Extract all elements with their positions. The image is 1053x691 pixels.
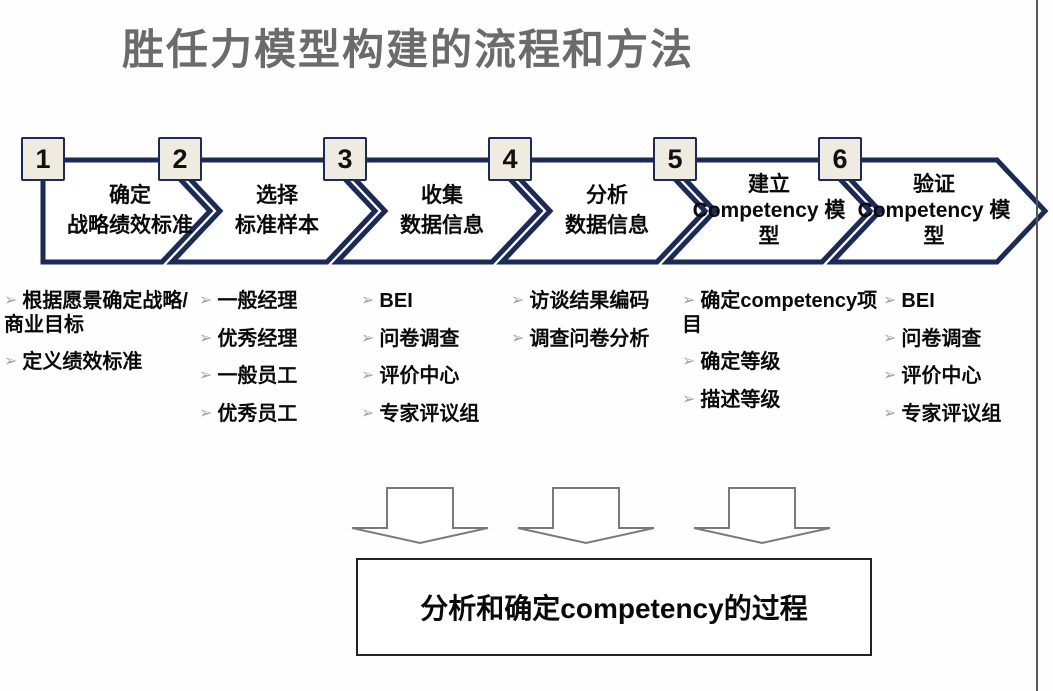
arrowhead-bullet-icon: ➢ (511, 329, 525, 347)
chevron-step-1 (40, 157, 214, 265)
step-label-line: 数据信息 (565, 214, 649, 237)
list-item-text: 评价中心 (901, 365, 982, 388)
arrowhead-bullet-icon: ➢ (682, 292, 696, 309)
arrowhead-bullet-icon: ➢ (511, 292, 525, 309)
step-label-5: 建立 Competency 模 型 (681, 160, 857, 262)
down-arrow-icon (693, 487, 831, 545)
list-item-text: 专家评议组 (379, 402, 480, 425)
list-item-text: BEI (901, 290, 935, 312)
step-label-line: 收集 (421, 184, 463, 208)
list-item: ➢优秀员工 (199, 403, 359, 427)
list-item-text: BEI (379, 290, 413, 312)
bullet-column-2: ➢一般经理 ➢优秀经理 ➢一般员工 ➢优秀员工 (199, 290, 359, 440)
step-label-line: Competency 模 (692, 198, 846, 222)
step-number-3: 3 (323, 137, 367, 181)
list-item: ➢确定等级 (682, 351, 882, 375)
down-arrow-icon (351, 487, 489, 545)
list-item-text: 问卷调查 (901, 327, 982, 350)
list-item-text: 评价中心 (379, 365, 460, 388)
list-item-text: 定义绩效标准 (22, 351, 143, 374)
step-label-2: 选择 标准样本 (189, 160, 365, 262)
list-item-text: 调查问卷分析 (529, 327, 650, 350)
arrowhead-bullet-icon: ➢ (883, 329, 897, 347)
step-number-5: 5 (653, 137, 697, 181)
list-item-text: 一般经理 (217, 290, 298, 312)
step-number-2: 2 (158, 137, 202, 181)
arrowhead-bullet-icon: ➢ (199, 329, 213, 347)
list-item-text: 根据愿景确定战略/商业目标 (4, 290, 188, 336)
list-item: ➢确定competency项目 (682, 290, 882, 337)
list-item: ➢优秀经理 (199, 328, 359, 352)
list-item-text: 确定等级 (700, 351, 781, 374)
arrowhead-bullet-icon: ➢ (361, 404, 375, 422)
list-item: ➢问卷调查 (361, 328, 511, 352)
step-label-line: 选择 (256, 184, 298, 208)
list-item: ➢评价中心 (883, 365, 1048, 389)
arrowhead-bullet-icon: ➢ (199, 367, 213, 385)
step-label-line: Competency 模 (857, 198, 1011, 222)
list-item-text: 确定competency项目 (682, 290, 878, 336)
bullet-column-6: ➢BEI ➢问卷调查 ➢评价中心 ➢专家评议组 (883, 290, 1048, 440)
arrowhead-bullet-icon: ➢ (883, 404, 897, 422)
arrowhead-bullet-icon: ➢ (883, 367, 897, 385)
down-arrow-icon (517, 487, 655, 545)
list-item-text: 优秀员工 (217, 402, 298, 425)
step-label-line: 型 (758, 225, 780, 249)
slide-right-border (1036, 0, 1038, 691)
arrowhead-bullet-icon: ➢ (4, 292, 18, 309)
step-label-3: 收集 数据信息 (354, 160, 530, 262)
list-item-text: 一般员工 (217, 365, 298, 388)
bullet-column-4: ➢访谈结果编码 ➢调查问卷分析 (511, 290, 686, 365)
arrowhead-bullet-icon: ➢ (361, 292, 375, 309)
step-label-6: 验证 Competency 模 型 (846, 160, 1022, 262)
list-item: ➢专家评议组 (883, 403, 1048, 427)
step-label-4: 分析 数据信息 (519, 160, 695, 262)
summary-box: 分析和确定competency的过程 (356, 558, 872, 656)
list-item: ➢评价中心 (361, 365, 511, 389)
summary-text: 分析和确定competency的过程 (420, 593, 808, 624)
list-item: ➢BEI (361, 290, 511, 314)
step-label-line: 数据信息 (400, 214, 484, 237)
step-label-line: 型 (923, 225, 945, 249)
step-label-line: 验证 (913, 172, 955, 196)
step-number-4: 4 (488, 137, 532, 181)
list-item: ➢一般经理 (199, 290, 359, 314)
step-label-line: 分析 (586, 184, 628, 208)
step-number-1: 1 (21, 137, 65, 181)
bullet-column-3: ➢BEI ➢问卷调查 ➢评价中心 ➢专家评议组 (361, 290, 511, 440)
step-label-line: 标准样本 (235, 214, 319, 237)
list-item-text: 问卷调查 (379, 327, 460, 350)
chevron-step-6 (826, 157, 1049, 265)
step-label-line: 战略绩效标准 (67, 214, 193, 237)
arrowhead-bullet-icon: ➢ (682, 390, 696, 408)
list-item: ➢描述等级 (682, 389, 882, 413)
arrowhead-bullet-icon: ➢ (199, 404, 213, 422)
step-label-line: 建立 (748, 172, 790, 196)
list-item: ➢BEI (883, 290, 1048, 314)
list-item: ➢定义绩效标准 (4, 351, 194, 375)
slide-title: 胜任力模型构建的流程和方法 (122, 25, 695, 74)
arrowhead-bullet-icon: ➢ (4, 353, 18, 371)
list-item-text: 专家评议组 (901, 402, 1002, 425)
list-item: ➢访谈结果编码 (511, 290, 686, 314)
arrowhead-bullet-icon: ➢ (361, 329, 375, 347)
bullet-column-1: ➢根据愿景确定战略/商业目标 ➢定义绩效标准 (4, 290, 194, 389)
down-arrows-group (351, 487, 831, 545)
list-item: ➢一般员工 (199, 365, 359, 389)
arrowhead-bullet-icon: ➢ (199, 292, 213, 309)
list-item-text: 优秀经理 (217, 327, 298, 350)
list-item: ➢根据愿景确定战略/商业目标 (4, 290, 194, 337)
list-item-text: 描述等级 (700, 388, 781, 411)
list-item: ➢专家评议组 (361, 403, 511, 427)
arrowhead-bullet-icon: ➢ (883, 292, 897, 309)
arrowhead-bullet-icon: ➢ (682, 353, 696, 371)
arrowhead-bullet-icon: ➢ (361, 367, 375, 385)
list-item: ➢问卷调查 (883, 328, 1048, 352)
step-label-line: 确定 (109, 184, 151, 208)
list-item: ➢调查问卷分析 (511, 328, 686, 352)
list-item-text: 访谈结果编码 (529, 290, 650, 312)
step-label-1: 确定 战略绩效标准 (42, 160, 218, 262)
bullet-column-5: ➢确定competency项目 ➢确定等级 ➢描述等级 (682, 290, 882, 426)
step-number-6: 6 (818, 137, 862, 181)
